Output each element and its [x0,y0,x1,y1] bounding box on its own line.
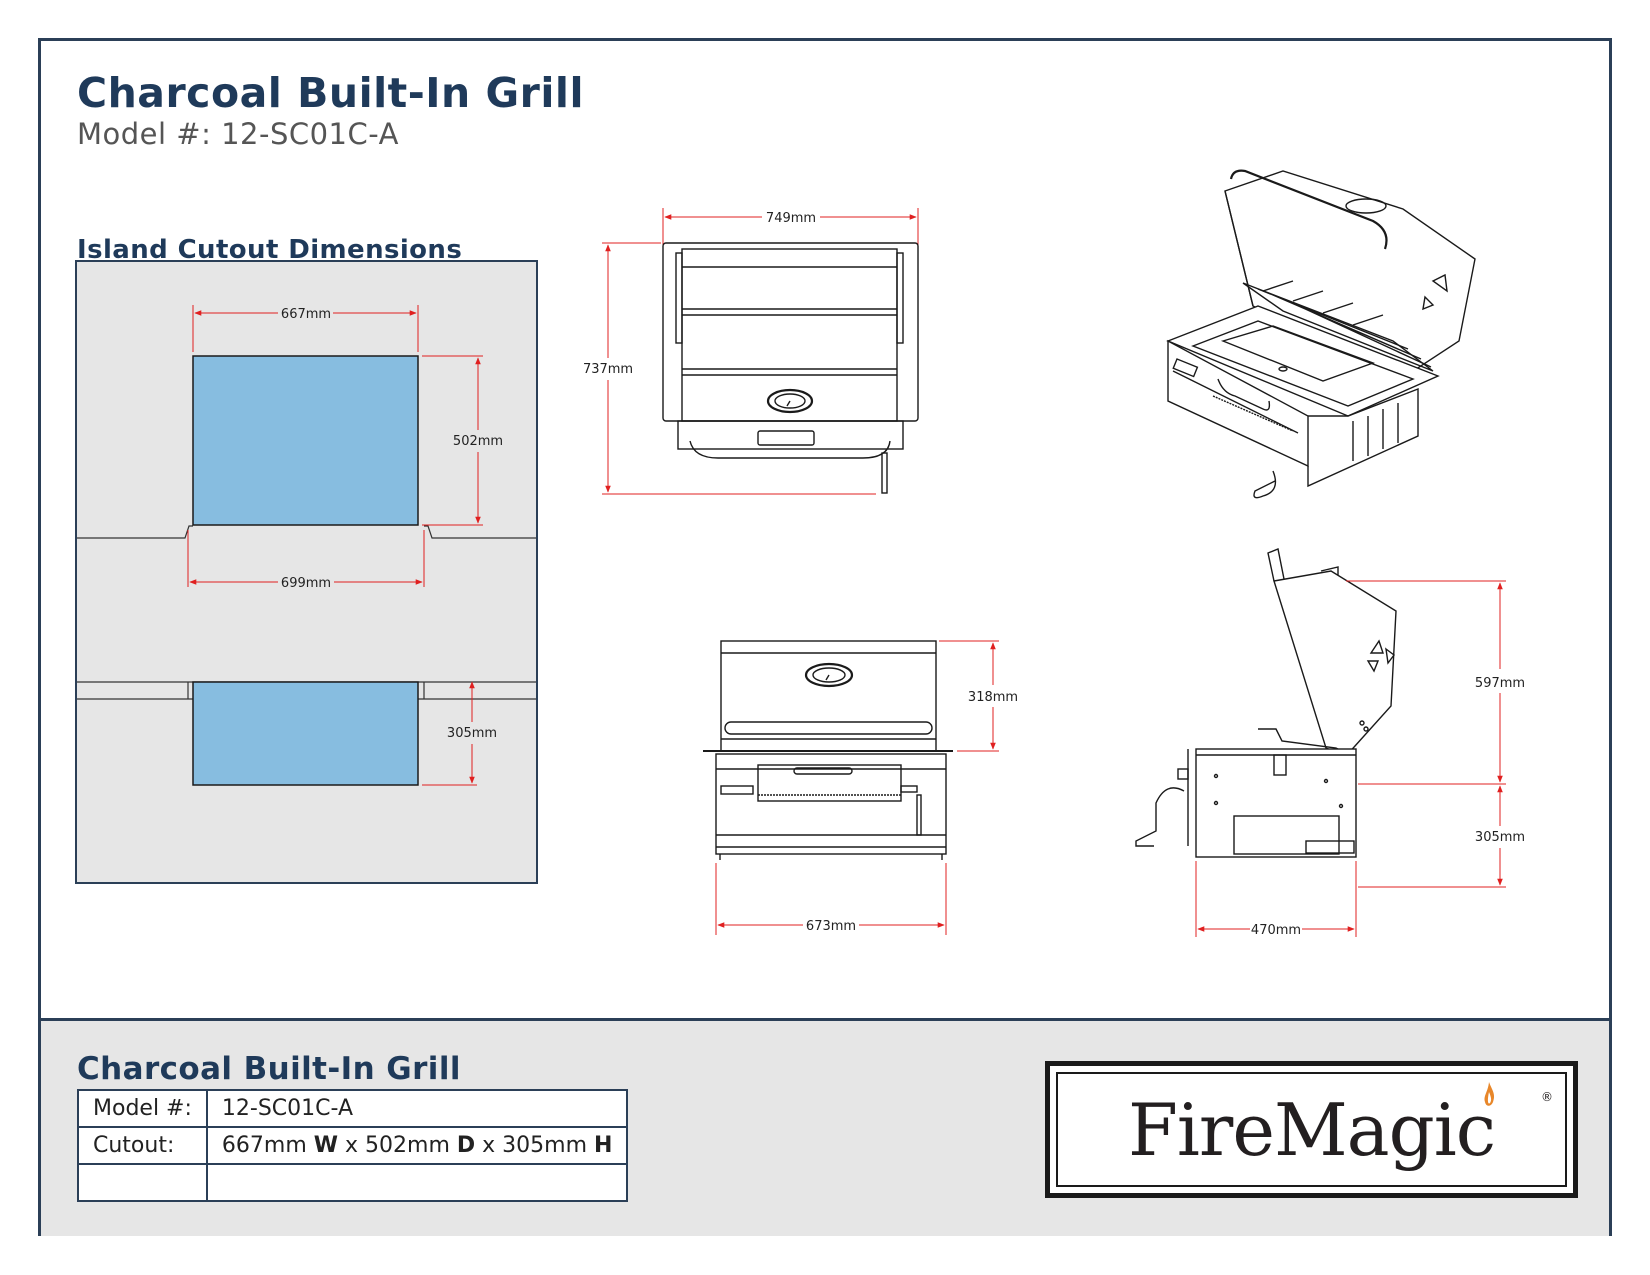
firemagic-logo: FireMagic ® [1045,1061,1578,1198]
dim-699: 699mm [281,576,331,591]
cutout-height: x 305mm [475,1133,595,1158]
model-label: Model #: [77,1089,208,1128]
isometric-drawing [1166,169,1476,499]
logo-wordmark: FireMagic [1127,1088,1496,1172]
registered-mark: ® [1541,1090,1553,1104]
cutout-h-unit: H [594,1133,613,1158]
side-view-drawing: 597mm 305mm 470mm [1135,548,1525,938]
cutout-diagram: 667mm 502mm 699mm 305mm [75,260,538,884]
model-value: 12-SC01C-A [205,1089,629,1128]
cutout-w-unit: W [313,1133,339,1158]
table-row: Cutout: 667mm W x 502mm D x 305mm H [77,1126,629,1165]
footer-panel: Charcoal Built-In Grill Model #: 12-SC01… [41,1018,1609,1236]
dim-305-cutout: 305mm [447,726,497,741]
cutout-value: 667mm W x 502mm D x 305mm H [205,1126,629,1165]
flame-icon [1484,1082,1495,1106]
table-row [77,1163,629,1202]
front-view-drawing: 318mm 673mm [703,640,1018,935]
top-view-drawing: 749mm 737mm [583,208,919,495]
cutout-depth: x 502mm [338,1133,457,1158]
dim-318: 318mm [968,690,1018,705]
footer-title: Charcoal Built-In Grill [77,1051,461,1087]
cutout-width: 667mm [221,1133,314,1158]
front-cutout [192,681,419,786]
dim-673: 673mm [806,919,856,934]
page-title: Charcoal Built-In Grill [77,69,585,117]
empty-value [205,1163,629,1202]
dim-470: 470mm [1251,923,1301,938]
model-number: Model #: 12-SC01C-A [77,117,399,151]
logo-frame [1056,1072,1567,1187]
cutout-d-unit: D [456,1133,476,1158]
top-cutout [192,355,419,526]
table-row: Model #: 12-SC01C-A [77,1089,629,1128]
dim-502: 502mm [453,434,503,449]
spec-table: Model #: 12-SC01C-A Cutout: 667mm W x 50… [77,1089,629,1202]
cutout-label: Cutout: [77,1126,208,1165]
empty-label [77,1163,208,1202]
dim-305-side: 305mm [1475,830,1525,845]
dim-597: 597mm [1475,676,1525,691]
dim-737: 737mm [583,362,633,377]
dim-749: 749mm [766,211,816,226]
spec-sheet: Charcoal Built-In Grill Model #: 12-SC01… [38,38,1612,1236]
dim-667: 667mm [281,307,331,322]
